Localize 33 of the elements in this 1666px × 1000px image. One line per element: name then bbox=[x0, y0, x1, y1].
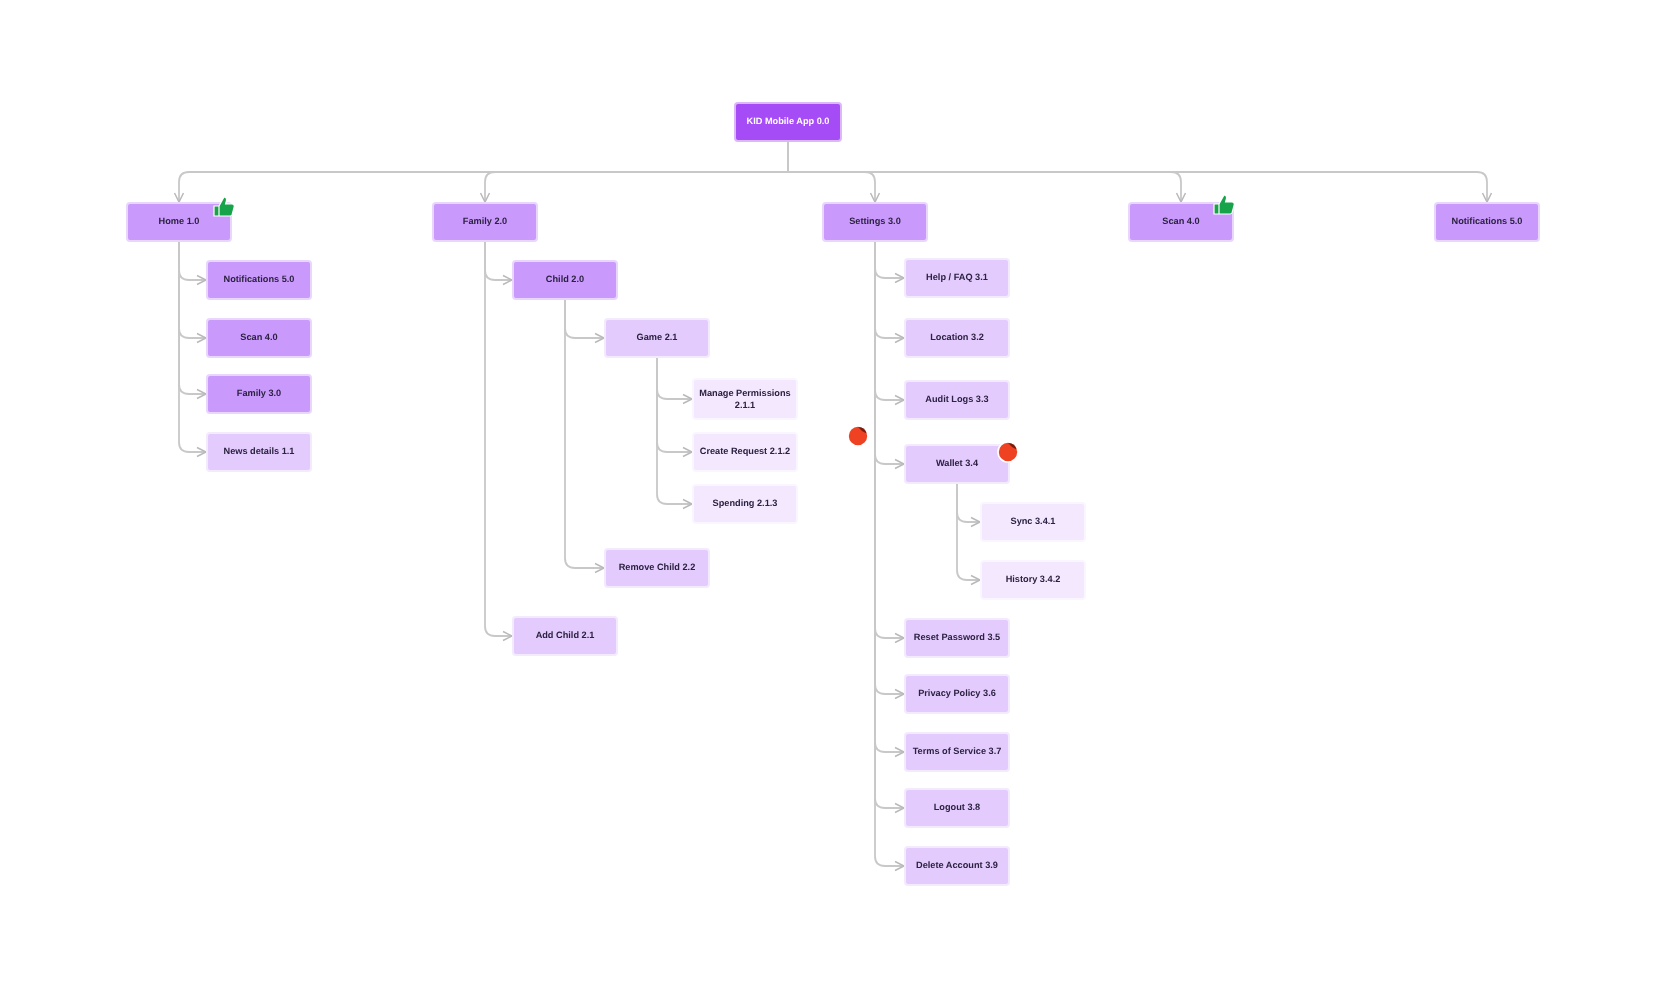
page-box bbox=[512, 616, 618, 656]
page-box bbox=[904, 318, 1010, 358]
page-box bbox=[904, 444, 1010, 484]
page-box bbox=[432, 202, 538, 242]
connector-arrow bbox=[656, 357, 693, 510]
page-box bbox=[604, 318, 710, 358]
page-box bbox=[512, 260, 618, 300]
page-box bbox=[604, 548, 710, 588]
page-box bbox=[206, 374, 312, 414]
page-box bbox=[904, 732, 1010, 772]
page-box bbox=[904, 788, 1010, 828]
page-box bbox=[206, 318, 312, 358]
page-box bbox=[206, 260, 312, 300]
page-box bbox=[206, 432, 312, 472]
page-box bbox=[904, 846, 1010, 886]
page-box bbox=[692, 484, 798, 524]
page-box bbox=[692, 378, 798, 420]
page-box bbox=[904, 380, 1010, 420]
page-box bbox=[1128, 202, 1234, 242]
connector-arrow bbox=[178, 241, 207, 458]
page-box bbox=[980, 502, 1086, 542]
page-box bbox=[822, 202, 928, 242]
connector-arrow bbox=[956, 483, 981, 586]
page-box bbox=[980, 560, 1086, 600]
connector-arrow bbox=[484, 241, 513, 642]
page-box bbox=[1434, 202, 1540, 242]
page-box bbox=[126, 202, 232, 242]
page-box bbox=[904, 618, 1010, 658]
connector-arrow bbox=[564, 299, 605, 574]
page-box bbox=[904, 258, 1010, 298]
page-box bbox=[904, 674, 1010, 714]
root-box bbox=[734, 102, 842, 142]
page-box bbox=[692, 432, 798, 472]
